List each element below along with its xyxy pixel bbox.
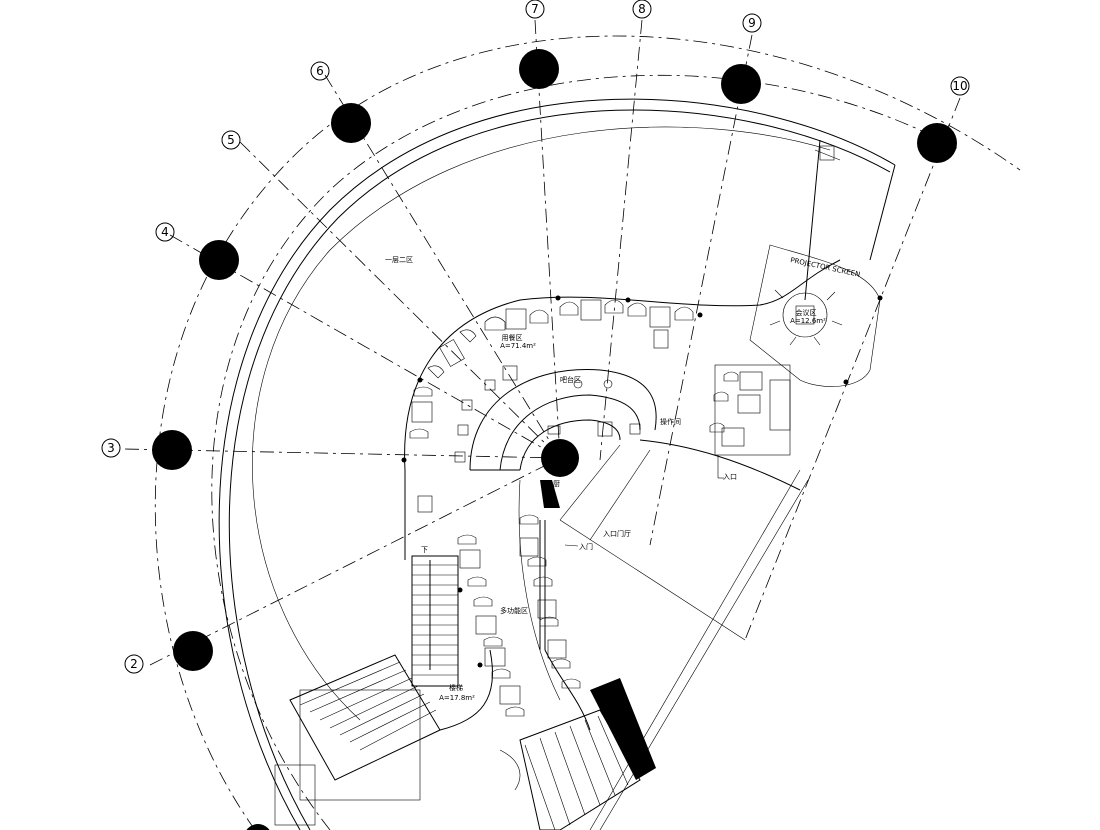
column-2 [173, 631, 213, 671]
room-stairs-area: A=17.8m² [439, 694, 475, 702]
column-10 [917, 123, 957, 163]
stair-block [274, 555, 494, 826]
room-kitchen: 后厨 [546, 479, 560, 488]
furniture [409, 289, 843, 717]
counter-dots [401, 295, 883, 668]
stair-down-label: 下 [421, 546, 428, 554]
column-7 [519, 49, 559, 89]
axis-label-3: 3 [107, 441, 115, 455]
door-label-1: 入口 [723, 473, 737, 481]
radial-axis-lines [124, 19, 961, 666]
column-center [541, 439, 579, 477]
axis-label-6: 6 [316, 64, 324, 78]
room-stairs-name: 楼梯 [449, 683, 463, 692]
axis-bubbles [101, 0, 970, 674]
axis-label-9: 9 [748, 16, 756, 30]
entry-hatch [499, 678, 656, 830]
axis-labels: 2 3 4 5 6 7 8 9 10 [107, 2, 967, 671]
column-bottom [246, 824, 270, 830]
room-entry-hall: 入口门厅 [603, 529, 631, 538]
projector-screen-label: PROJECTOR SCREEN [790, 256, 861, 279]
column-3 [152, 430, 192, 470]
axis-label-7: 7 [531, 2, 539, 16]
axis-label-5: 5 [227, 133, 235, 147]
building-outline [218, 98, 896, 830]
axis-arcs [154, 35, 1021, 830]
door-label-2: 入门 [579, 542, 593, 551]
column-6 [331, 103, 371, 143]
room-multi-area: 多功能区 [500, 606, 528, 615]
room-dining-name: 用餐区 [502, 333, 523, 342]
column-9 [721, 64, 761, 104]
room-tool: 操作间 [660, 417, 681, 426]
label-leaders [564, 455, 724, 547]
axis-label-4: 4 [161, 225, 169, 239]
axis-label-8: 8 [638, 2, 646, 16]
room-dining-area: A=71.4m² [500, 342, 536, 350]
room-meeting-area: A=12.6m² [790, 317, 826, 325]
axis-label-2: 2 [130, 657, 138, 671]
structural-columns [152, 49, 957, 830]
room-bar: 吧台区 [560, 375, 581, 384]
axis-label-10: 10 [952, 79, 967, 93]
room-meeting-name: 会议区 [796, 308, 817, 317]
column-4 [199, 240, 239, 280]
room-main-area: 一层二区 [385, 256, 413, 264]
